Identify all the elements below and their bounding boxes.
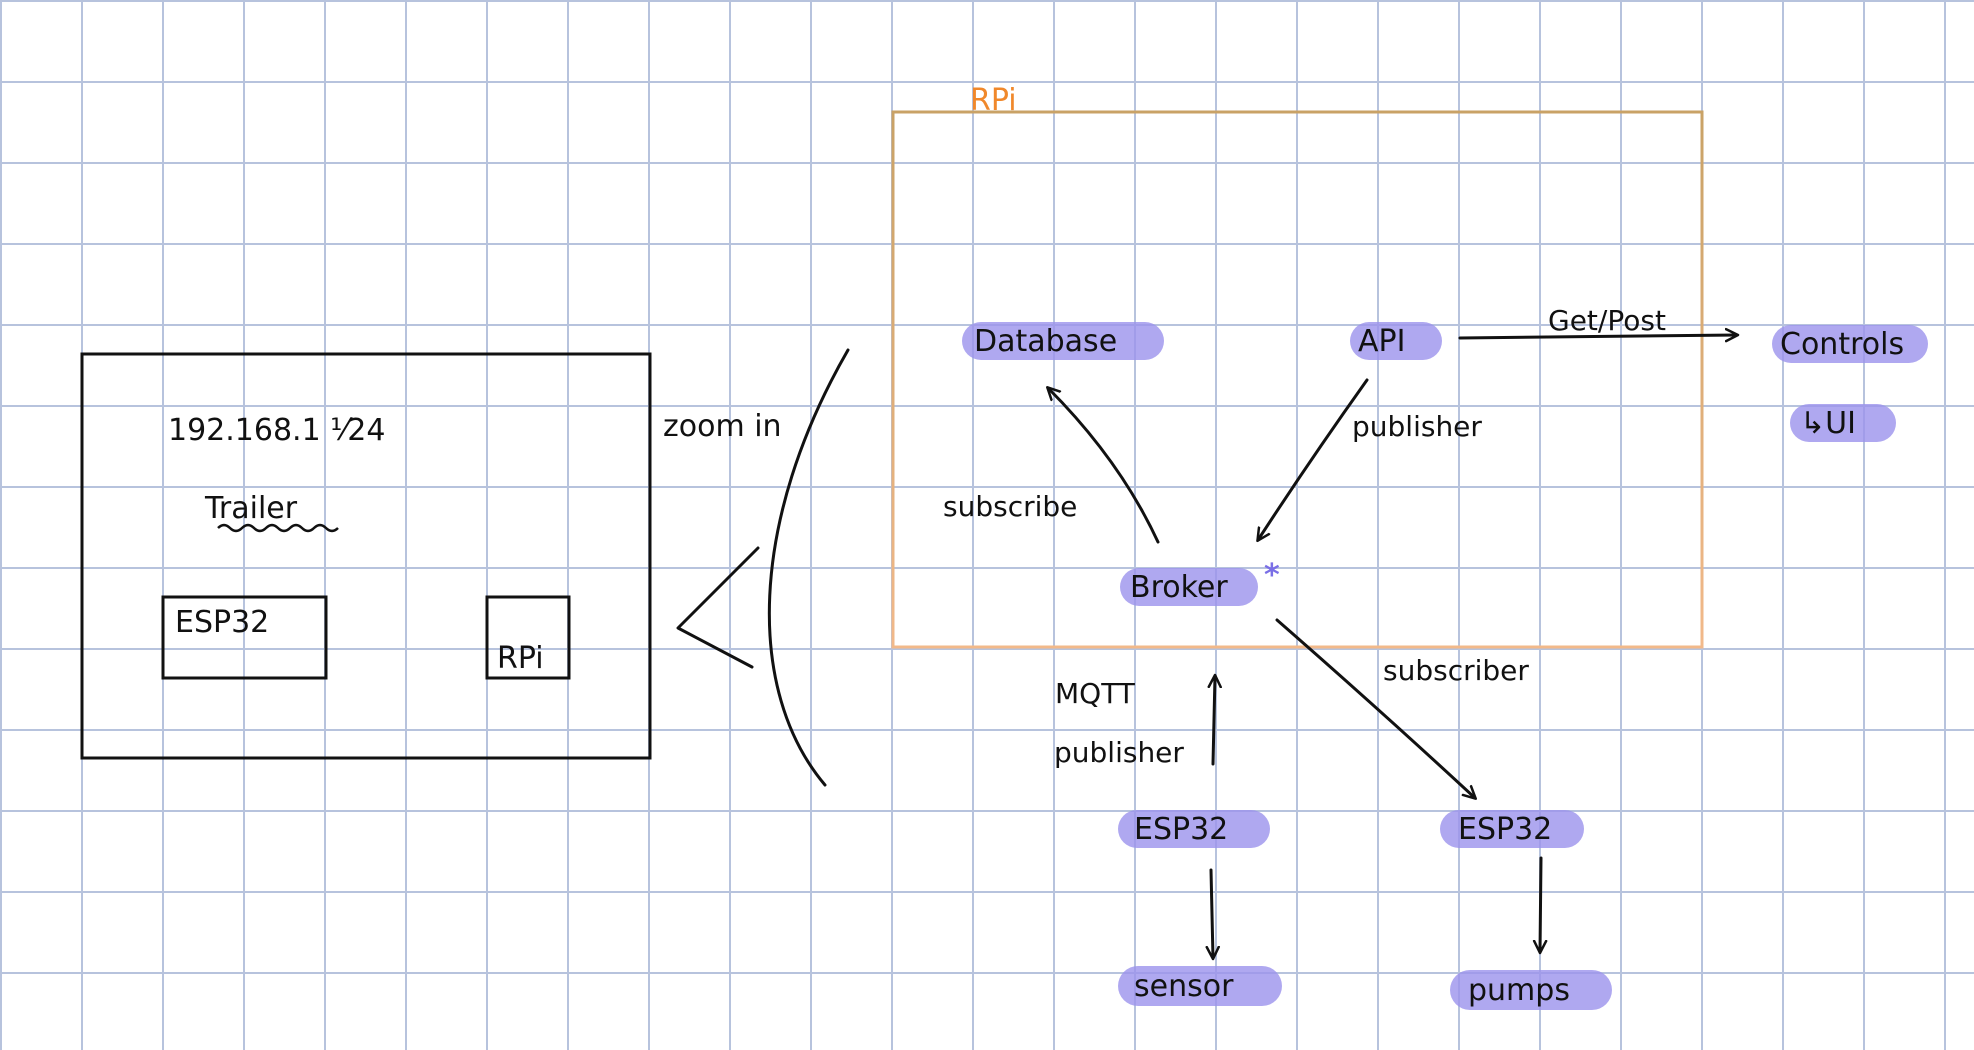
node-database: Database — [962, 322, 1164, 360]
node-pumps: pumps — [1450, 970, 1612, 1010]
node-broker: Broker — [1120, 568, 1258, 606]
broker-asterisk: * — [1264, 558, 1280, 593]
node-highlight — [1350, 322, 1442, 360]
node-broker-label: Broker — [1130, 570, 1228, 605]
zoom-in-label: zoom in — [663, 409, 782, 444]
edge-label-mqtt-publisher: publisher — [1054, 736, 1184, 769]
node-highlight — [1440, 810, 1584, 848]
subnet-label: 192.168.1 ⅟24 — [168, 413, 385, 448]
node-highlight — [1118, 966, 1282, 1006]
node-sensor-label: sensor — [1134, 969, 1234, 1004]
node-sensor: sensor — [1118, 966, 1282, 1006]
node-esp32-publisher-label: ESP32 — [1134, 812, 1228, 847]
trailer-title-underline — [217, 523, 339, 533]
node-highlight — [962, 322, 1164, 360]
trailer-box — [80, 352, 652, 760]
edge-esp32-to-broker — [1213, 676, 1215, 766]
node-database-label: Database — [974, 324, 1117, 359]
node-api: API — [1350, 322, 1442, 360]
edge-esp32-to-pumps — [1540, 856, 1541, 952]
node-controls: Controls — [1772, 325, 1928, 363]
node-highlight — [1772, 325, 1928, 363]
edges — [1048, 335, 1737, 958]
zoom-bracket — [767, 348, 850, 787]
node-esp32-subscriber: ESP32 — [1440, 810, 1584, 848]
node-api-label: API — [1358, 324, 1405, 359]
trailer-esp32-label: ESP32 — [175, 605, 269, 640]
node-esp32-subscriber-label: ESP32 — [1458, 812, 1552, 847]
edge-label-mqtt: MQTT — [1055, 677, 1136, 710]
node-highlight — [1118, 810, 1270, 848]
trailer-esp32-box — [161, 595, 328, 680]
edge-label-get-post: Get/Post — [1548, 304, 1666, 337]
edge-api-to-broker — [1258, 378, 1369, 540]
node-highlight — [1790, 404, 1896, 442]
trailer-overview: 192.168.1 ⅟24 Trailer ESP32 RPi — [80, 352, 652, 760]
zoom-indicator: zoom in — [663, 348, 850, 787]
node-esp32-publisher: ESP32 — [1118, 810, 1270, 848]
trailer-rpi-label: RPi — [497, 641, 544, 676]
edge-esp32-to-sensor — [1211, 868, 1213, 958]
edge-broker-to-database — [1048, 388, 1160, 544]
rpi-container-label: RPi — [970, 83, 1017, 118]
edge-broker-to-esp32 — [1275, 618, 1475, 798]
edge-api-to-controls — [1458, 335, 1737, 338]
trailer-title: Trailer — [204, 491, 298, 526]
node-highlight — [1450, 970, 1612, 1010]
zoom-chevron — [676, 546, 760, 669]
trailer-rpi-box — [485, 595, 571, 680]
rpi-container — [891, 110, 1704, 649]
node-controls-label: Controls — [1780, 327, 1904, 362]
node-ui: ↳UI — [1790, 404, 1896, 442]
edge-label-subscribe: subscribe — [943, 490, 1077, 523]
edge-label-publisher: publisher — [1352, 410, 1482, 443]
edge-label-subscriber: subscriber — [1383, 654, 1529, 687]
node-ui-label: ↳UI — [1800, 406, 1856, 441]
node-pumps-label: pumps — [1468, 973, 1570, 1008]
node-highlight — [1120, 568, 1258, 606]
